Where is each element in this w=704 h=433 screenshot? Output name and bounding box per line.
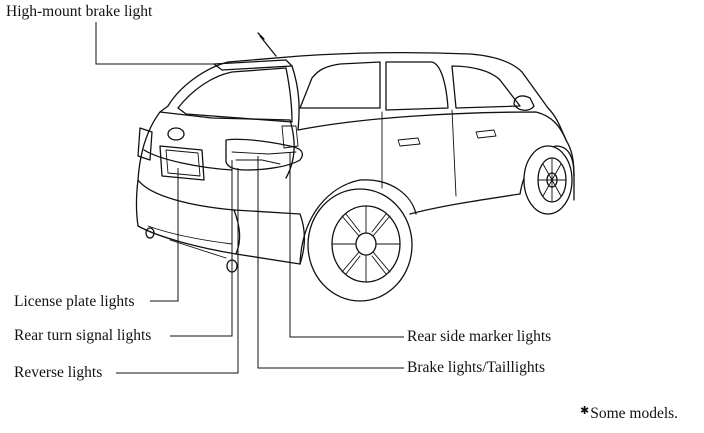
license-plate-lights-label: License plate lights [14, 293, 135, 311]
rear-fascia [135, 111, 306, 273]
front-wheel [523, 145, 573, 215]
high-mount-brake-light-label: High-mount brake light [6, 3, 153, 21]
asterisk-icon: ✱ [580, 405, 590, 417]
rear-side-marker-lights-label: Rear side marker lights [407, 328, 552, 346]
leader-lines [95, 22, 404, 374]
brake-lights-taillights-label: Brake lights/Taillights [407, 359, 545, 377]
rear-wheel [299, 179, 417, 302]
antenna [257, 32, 277, 57]
footnote-text: Some models. [590, 405, 679, 422]
car-body [159, 52, 575, 215]
footnote: ✱Some models. [580, 402, 678, 423]
rear-turn-signal-lights-label: Rear turn signal lights [14, 327, 152, 345]
reverse-lights-label: Reverse lights [14, 364, 103, 382]
